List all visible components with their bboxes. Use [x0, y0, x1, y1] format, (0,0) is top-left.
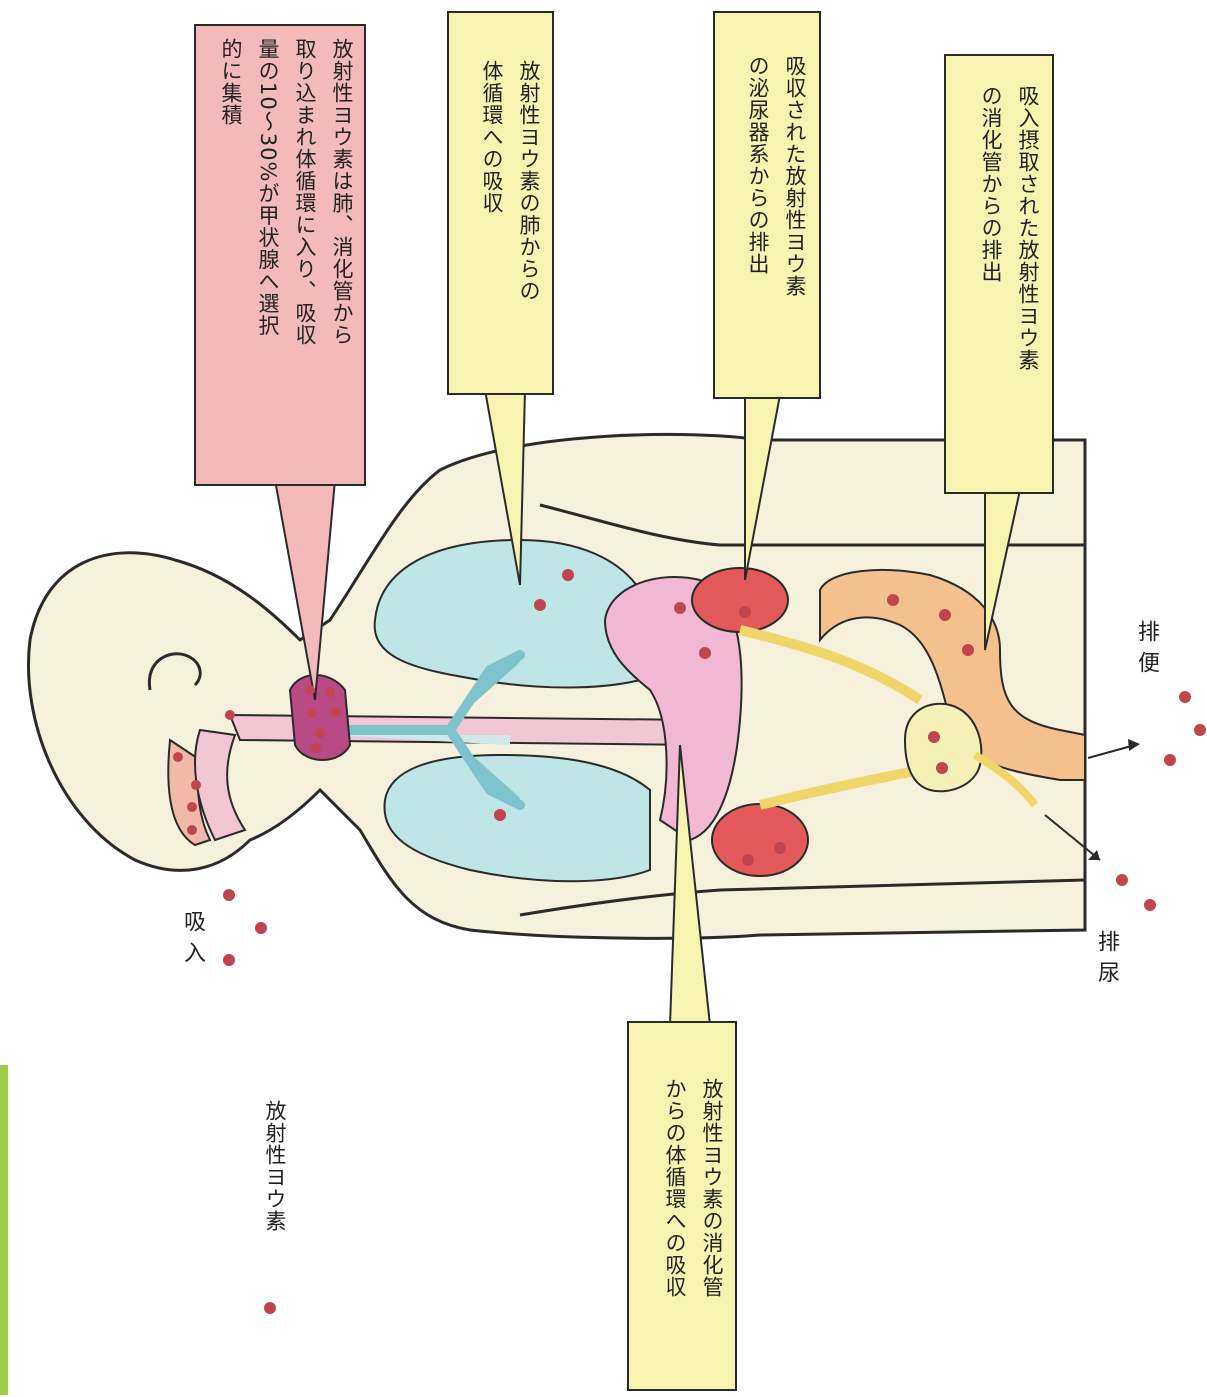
iodine-dot [187, 802, 197, 812]
iodine-dot [1116, 874, 1128, 886]
iodine-dot [1194, 724, 1206, 736]
urination-label: 排 尿 [1082, 930, 1122, 1020]
iodine-dot [562, 569, 574, 581]
kidney-upper [692, 568, 788, 632]
thyroid-callout-text: 放射性ヨウ素は肺、消化管から 取り込まれ体循環に入り、吸収 量の10～30%が甲… [205, 38, 360, 478]
iodine-dot [494, 809, 506, 821]
kidney-lower [712, 804, 808, 876]
legend-dot [264, 1302, 276, 1314]
defecation-arrow [1088, 745, 1135, 758]
iodine-dot [742, 854, 754, 866]
iodine-dot [936, 762, 948, 774]
urinary-callout-text: 吸収された放射性ヨウ素 の泌尿器系からの排出 [728, 55, 813, 390]
defecation-arrowhead [1128, 739, 1140, 751]
iodine-dot [173, 752, 183, 762]
iodine-dot [739, 606, 751, 618]
iodine-dot [223, 889, 235, 901]
iodine-dot [311, 743, 321, 753]
iodine-dot [774, 842, 786, 854]
iodine-dot [887, 594, 899, 606]
inhalation-label: 吸 入 [168, 910, 208, 990]
iodine-dot [962, 644, 974, 656]
iodine-dot [1164, 754, 1176, 766]
legend-label: 放射性ヨウ素 [256, 1100, 290, 1300]
lung-callout-text: 放射性ヨウ素の肺からの 体循環への吸収 [462, 60, 547, 390]
iodine-dot [187, 825, 197, 835]
iodine-dot [191, 780, 201, 790]
defecation-label: 排 便 [1122, 620, 1162, 710]
iodine-dot [305, 685, 315, 695]
iodine-dot [699, 647, 711, 659]
iodine-dot [325, 687, 335, 697]
green-edge-strip [0, 1065, 8, 1395]
iodine-dot [223, 954, 235, 966]
iodine-dot [939, 609, 951, 621]
iodine-dot [1144, 899, 1156, 911]
iodine-dot [331, 707, 341, 717]
iodine-dot [1179, 691, 1191, 703]
gi-excretion-callout-text: 吸入摂取された放射性ヨウ素 の消化管からの排出 [958, 85, 1046, 485]
iodine-dot [928, 731, 940, 743]
iodine-dot [534, 599, 546, 611]
bladder [905, 704, 981, 792]
iodine-dot [255, 922, 267, 934]
gi-absorption-callout-text: 放射性ヨウ素の消化管 からの体循環への吸収 [642, 1078, 730, 1383]
iodine-dot [307, 708, 317, 718]
iodine-dot [315, 728, 325, 738]
iodine-dot [674, 602, 686, 614]
iodine-dot [225, 710, 235, 720]
